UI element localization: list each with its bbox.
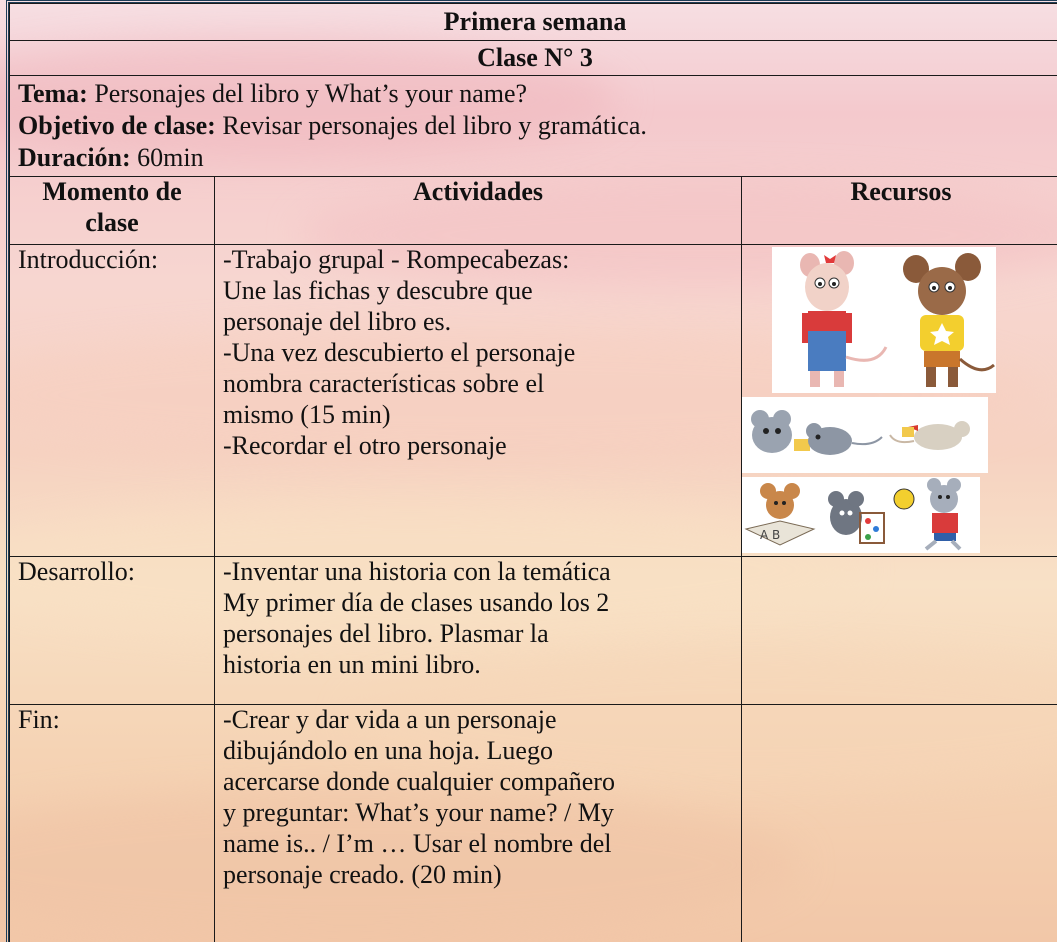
activities-column-header: Actividades — [214, 176, 742, 245]
moment-introduction: Introducción: — [9, 244, 215, 557]
resources-introduction: A B — [740, 244, 1057, 557]
running-mice-image — [742, 397, 988, 473]
activity-line: -Inventar una historia con la temática — [223, 557, 611, 586]
activity-line: dibujándolo en una hoja. Luego — [223, 736, 553, 765]
activities-development: -Inventar una historia con la temática M… — [214, 556, 742, 705]
activities-end: -Crear y dar vida a un personaje dibuján… — [214, 704, 742, 942]
week-title: Primera semana — [9, 3, 1057, 41]
moment-end: Fin: — [9, 704, 215, 942]
objective-value: Revisar personajes del libro y gramática… — [215, 111, 647, 140]
objective-label: Objetivo de clase: — [18, 111, 216, 140]
mouse-abacus-image — [818, 477, 888, 553]
boy-mouse-image — [894, 247, 996, 393]
mouse-reading-image: A B — [742, 477, 818, 553]
activity-line: acercarse donde cualquier compañero — [223, 767, 615, 796]
activity-line: mismo (15 min) — [223, 400, 391, 429]
moment-header-line2: clase — [85, 207, 139, 237]
activity-line: -Una vez descubierto el personaje — [223, 338, 576, 367]
objective-line: Objetivo de clase: Revisar personajes de… — [18, 110, 1052, 142]
svg-text:A B: A B — [760, 528, 780, 542]
activity-line: My primer día de clases usando los 2 — [223, 588, 610, 617]
resources-end — [740, 704, 1057, 942]
moment-development: Desarrollo: — [9, 556, 215, 705]
activities-introduction: -Trabajo grupal - Rompecabezas: Une las … — [214, 244, 742, 557]
activity-line: personaje del libro es. — [223, 307, 452, 336]
duration-value: 60min — [130, 143, 204, 172]
activity-line: -Crear y dar vida a un personaje — [223, 705, 557, 734]
class-info: Tema: Personajes del libro y What’s your… — [9, 75, 1057, 177]
topic-line: Tema: Personajes del libro y What’s your… — [18, 78, 1052, 110]
resources-development — [740, 556, 1057, 705]
duration-line: Duración: 60min — [18, 142, 1052, 174]
activity-line: y preguntar: What’s your name? / My — [223, 798, 614, 827]
resources-column-header: Recursos — [740, 176, 1057, 245]
mouse-soccer-image — [888, 477, 980, 553]
topic-value: Personajes del libro y What’s your name? — [87, 79, 528, 108]
activity-line: -Trabajo grupal - Rompecabezas: — [223, 245, 570, 274]
activity-line: Une las fichas y descubre que — [223, 276, 533, 305]
activity-line: personajes del libro. Plasmar la — [223, 619, 549, 648]
lesson-plan-table: Primera semana Clase N° 3 Tema: Personaj… — [9, 3, 1057, 942]
moment-column-header: Momento de clase — [9, 176, 215, 245]
activity-line: personaje creado. (20 min) — [223, 860, 502, 889]
lesson-plan-frame: Primera semana Clase N° 3 Tema: Personaj… — [6, 0, 1057, 942]
activity-line: nombra características sobre el — [223, 369, 545, 398]
class-number: Clase N° 3 — [9, 40, 1057, 76]
topic-label: Tema: — [18, 79, 88, 108]
moment-header-line1: Momento de — [42, 177, 182, 206]
activity-line: -Recordar el otro personaje — [223, 431, 507, 460]
duration-label: Duración: — [18, 143, 131, 172]
girl-mouse-image — [772, 247, 894, 393]
activity-line: historia en un mini libro. — [223, 650, 481, 679]
activity-line: name is.. / I’m … Usar el nombre del — [223, 829, 612, 858]
